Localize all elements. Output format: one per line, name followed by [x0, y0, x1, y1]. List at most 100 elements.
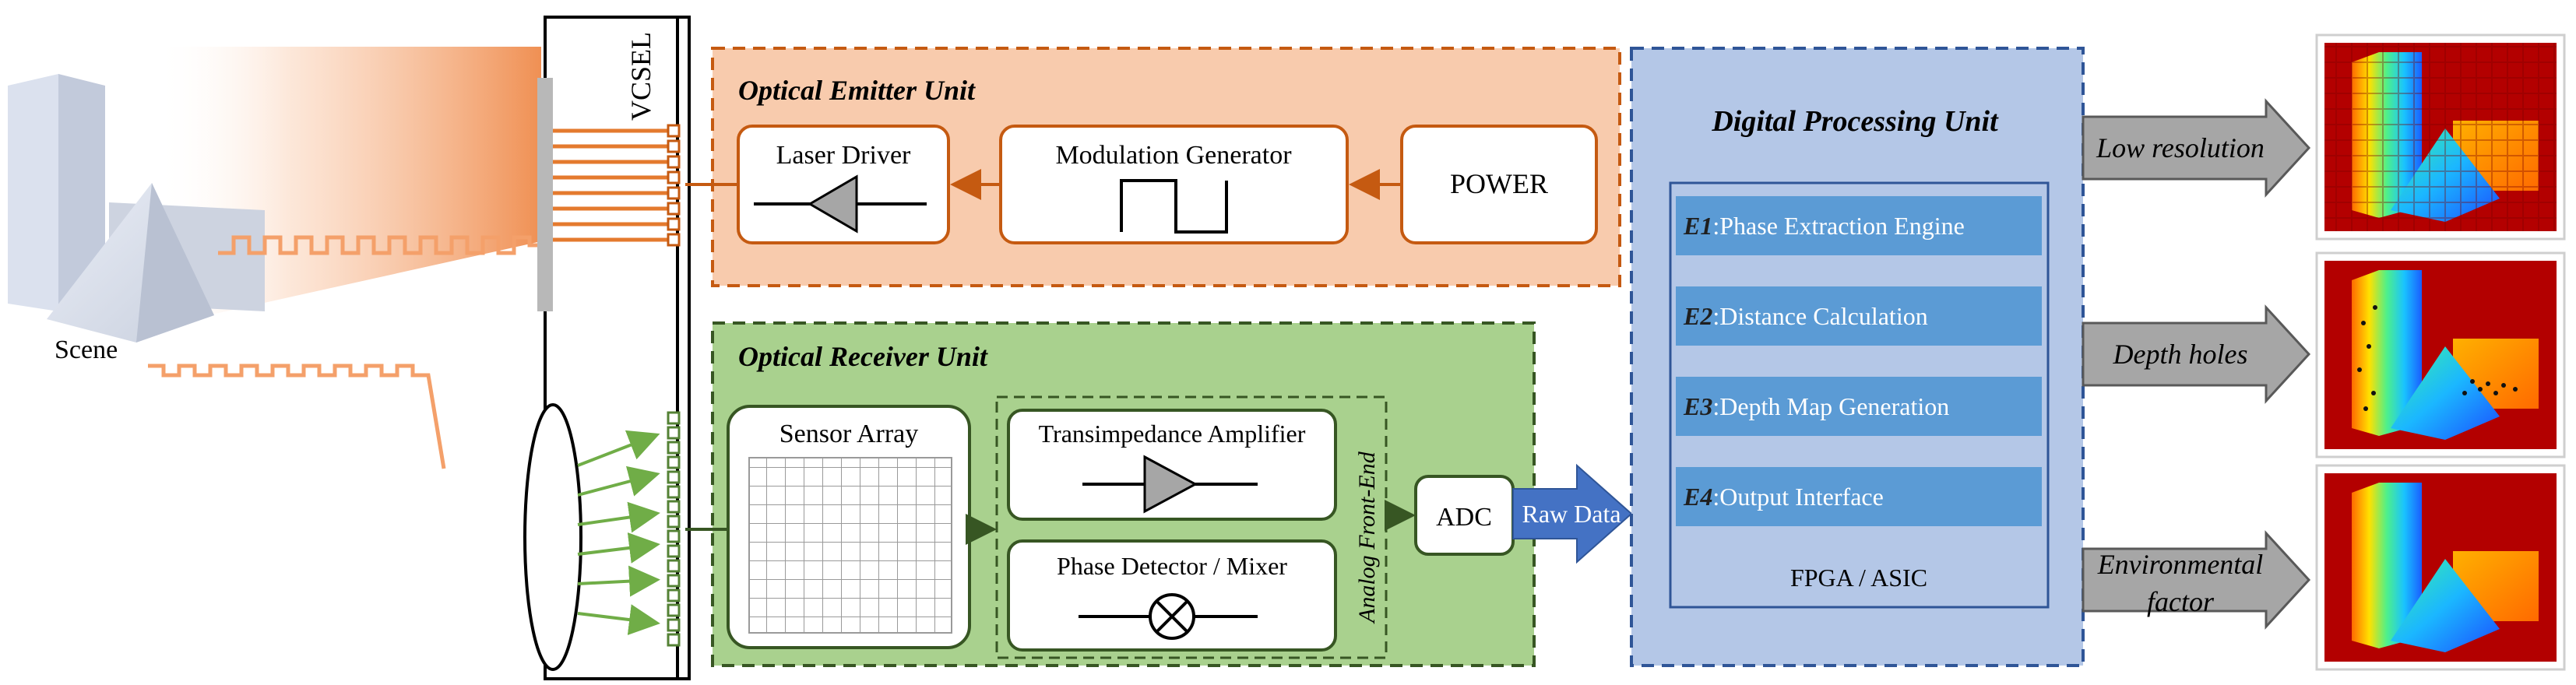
engine-box-e2[interactable] — [1676, 286, 2042, 346]
laser-driver-buffer-icon — [808, 174, 858, 234]
scene-label: Scene — [55, 335, 118, 364]
receiver-pixel-cell — [667, 559, 681, 573]
vcsel-laser-array — [553, 124, 681, 247]
depth-hole — [2478, 387, 2483, 392]
engine-label: E2:Distance Calculation — [1683, 302, 1928, 330]
sensor-array-label: Sensor Array — [779, 420, 918, 448]
output-arrow — [2082, 304, 2311, 404]
receiver-pixel-cell — [667, 544, 681, 558]
vcsel-emitter-cell — [667, 233, 681, 247]
vcsel-label: VCSEL — [625, 32, 656, 121]
vcsel-emitter-cell — [667, 124, 681, 138]
vcsel-emitter-cell — [667, 155, 681, 169]
engine-description: :Output Interface — [1712, 483, 1883, 511]
receiver-lens — [523, 403, 582, 671]
adc-label: ADC — [1436, 503, 1492, 532]
depth-hole — [2486, 381, 2490, 386]
emitted-wave — [218, 235, 537, 255]
incoming-light-arrow — [577, 532, 660, 564]
digital-processing-unit: Digital Processing Unit E1:Phase Extract… — [1630, 47, 2085, 667]
vcsel-emitter-cell — [667, 186, 681, 200]
depth-hole — [2371, 391, 2376, 395]
vcsel-emitter-cell — [667, 139, 681, 153]
sensor-frame: VCSEL — [523, 16, 691, 680]
power-label: POWER — [1450, 168, 1548, 199]
receiver-pixel-cell — [667, 574, 681, 588]
incoming-light-arrow — [577, 565, 660, 597]
incoming-light-arrows — [577, 430, 660, 635]
output-label: Environmental — [2097, 549, 2264, 580]
engine-box-e1[interactable] — [1676, 196, 2042, 255]
receiver-pixel-cell — [667, 529, 681, 543]
platform-label: FPGA / ASIC — [1790, 564, 1927, 592]
raw-data-arrow — [1512, 463, 1633, 564]
engine-code: E4 — [1683, 483, 1712, 511]
depth-hole — [2501, 383, 2506, 388]
engine-box-e4[interactable] — [1676, 467, 2042, 526]
depth-pyramid — [2391, 346, 2500, 440]
emitter-title: Optical Emitter Unit — [738, 75, 976, 106]
receiver-pixel-cell — [667, 441, 681, 455]
receiver-pixel-cell — [667, 470, 681, 484]
depth-tall-block — [2352, 483, 2422, 648]
depth-hole — [2470, 379, 2475, 384]
depth-hole — [2357, 367, 2362, 372]
frame-outline — [544, 16, 691, 680]
receiver-pixel-cell — [667, 618, 681, 632]
output-arrow — [2082, 98, 2311, 198]
depth-hole — [2373, 305, 2377, 310]
analog-front-end-label: Analog Front-End — [1354, 451, 1380, 624]
engine-box-e3[interactable] — [1676, 377, 2042, 436]
modulation-generator-label: Modulation Generator — [1055, 141, 1292, 170]
engine-label: E1:Phase Extraction Engine — [1683, 212, 1965, 240]
receiver-pixel-column — [667, 411, 681, 647]
vcsel-emitter-cell — [667, 202, 681, 216]
receiver-pixel-cell — [667, 500, 681, 514]
phase-detector-label: Phase Detector / Mixer — [1057, 552, 1287, 580]
engine-description: :Depth Map Generation — [1712, 392, 1949, 420]
raw-data-label: Raw Data — [1522, 500, 1621, 528]
engine-label: E3:Depth Map Generation — [1683, 392, 1949, 420]
tia-box[interactable] — [1007, 409, 1337, 521]
vcsel-emitter-cell — [667, 217, 681, 231]
vcsel-emitter-cell — [667, 170, 681, 184]
optical-emitter-unit: Optical Emitter Unit Laser Driver Modula… — [685, 47, 1621, 287]
receiver-pixel-cell — [667, 603, 681, 617]
receiver-pixel-cell — [667, 426, 681, 440]
incoming-light-arrow — [577, 465, 660, 497]
incoming-light-arrow — [577, 430, 660, 467]
mixer-cross-2 — [1155, 599, 1189, 634]
tia-label: Transimpedance Amplifier — [1039, 420, 1306, 448]
vcsel-window — [537, 78, 553, 311]
incoming-light-arrow — [577, 604, 660, 635]
depth-map-holes — [2315, 251, 2566, 458]
depth-pyramid — [2391, 559, 2500, 652]
receiver-pixel-cell — [667, 485, 681, 499]
output-label: Low resolution — [2096, 132, 2265, 163]
building-tall — [8, 74, 58, 311]
depth-hole — [2462, 391, 2467, 395]
pixelation-overlay — [2324, 43, 2557, 231]
depth-hole — [2363, 406, 2368, 411]
output-label-line2: factor — [2147, 586, 2215, 617]
amplifier-icon — [1143, 455, 1198, 514]
engine-description: :Phase Extraction Engine — [1712, 212, 1964, 240]
engine-code: E3 — [1683, 392, 1712, 420]
engine-description: :Distance Calculation — [1712, 302, 1927, 330]
engine-code: E1 — [1683, 212, 1712, 240]
optical-receiver-unit: Optical Receiver Unit Sensor Array Analo… — [685, 321, 1633, 667]
depth-hole — [2367, 344, 2371, 349]
incoming-light-arrow — [577, 501, 660, 533]
output-arrow — [2082, 530, 2311, 630]
receiver-pixel-cell — [667, 633, 681, 647]
pyramid-side — [136, 183, 214, 342]
depth-map-env — [2315, 464, 2566, 671]
engine-label: E4:Output Interface — [1683, 483, 1884, 511]
receiver-pixel-cell — [667, 455, 681, 469]
receiver-pixel-cell — [667, 411, 681, 425]
depth-tall-block — [2352, 270, 2422, 436]
engine-code: E2 — [1683, 302, 1712, 330]
